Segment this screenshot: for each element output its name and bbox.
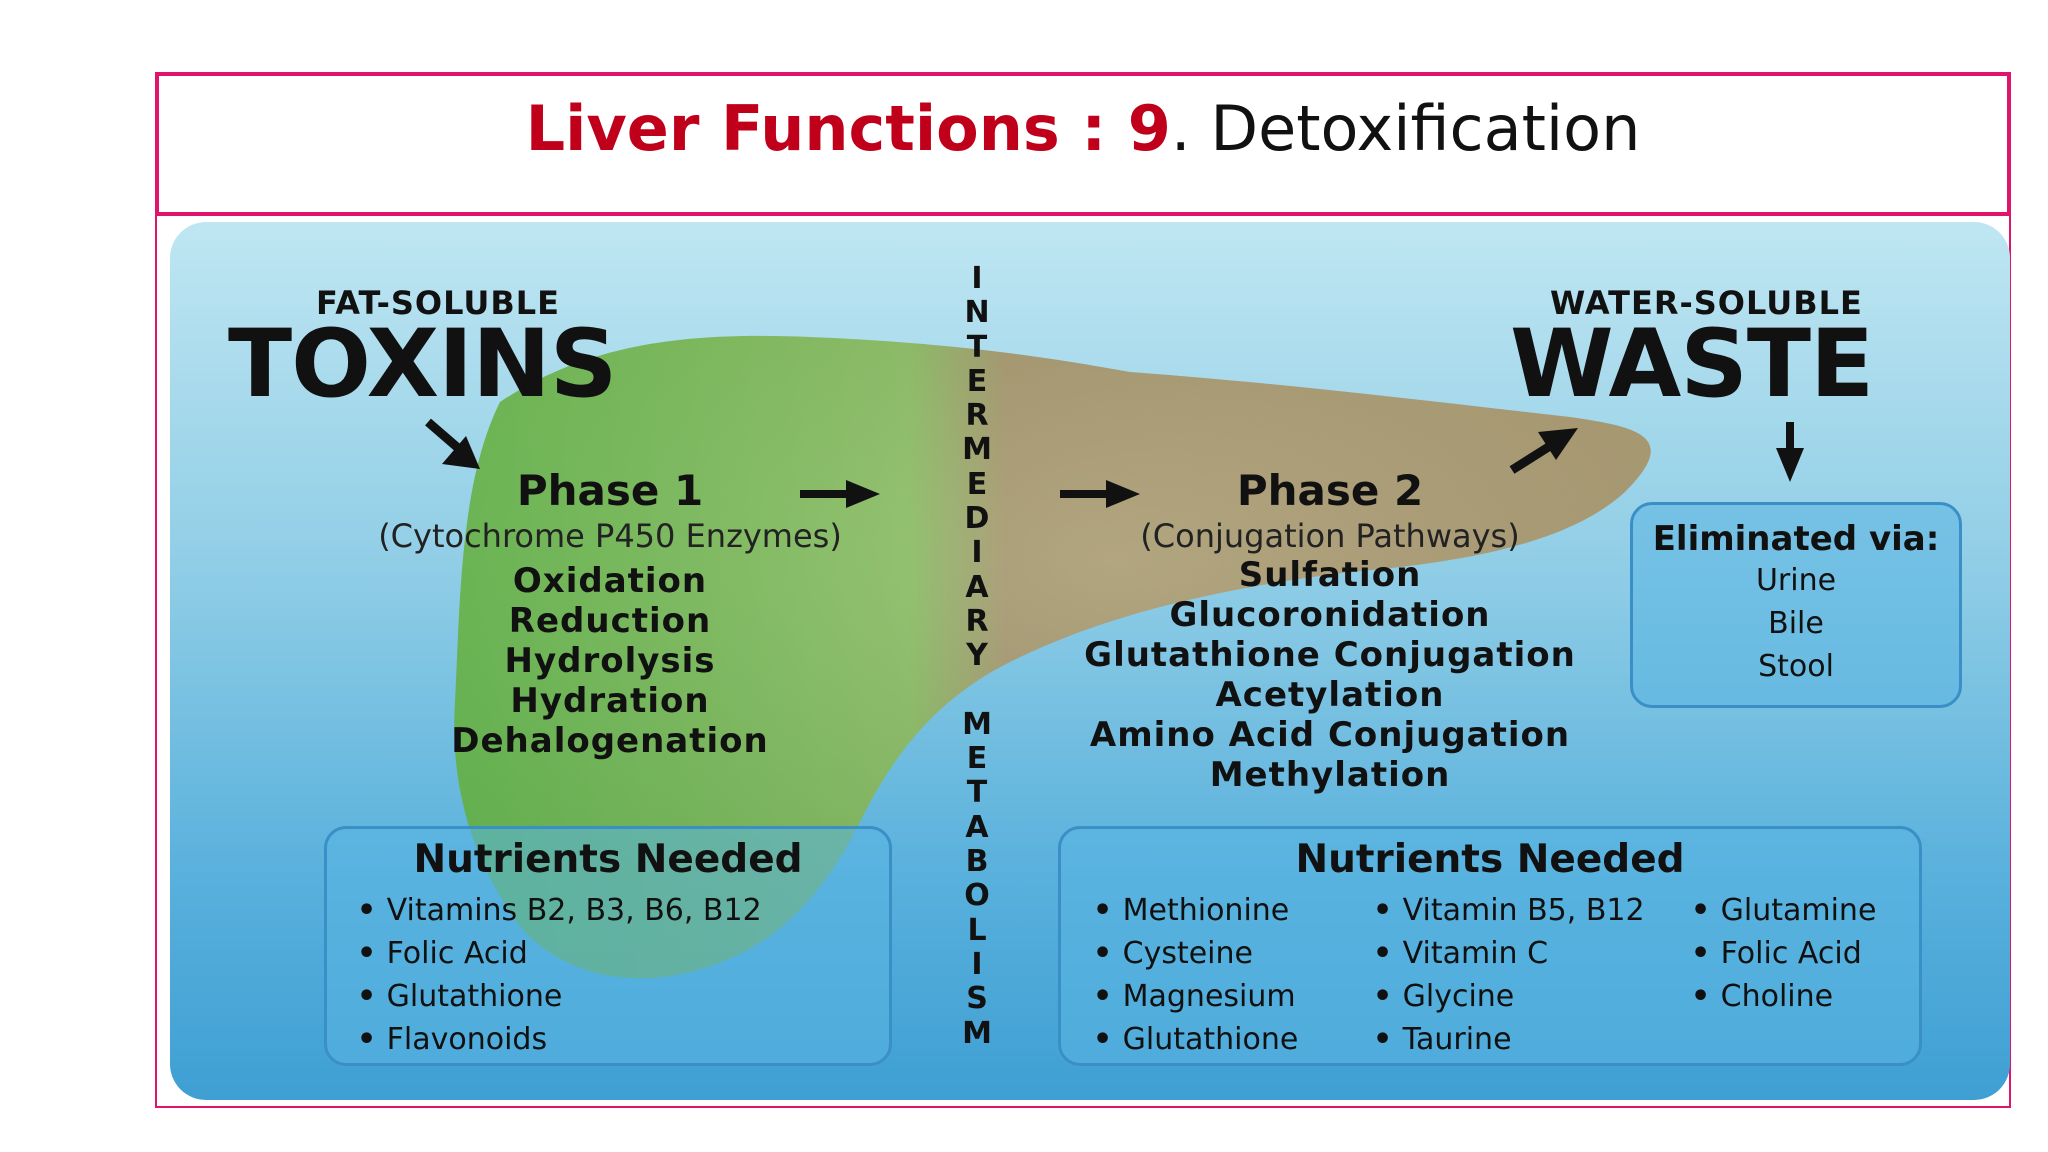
list-item: Vitamin C — [1373, 932, 1645, 975]
arrow-phase2-to-waste — [1509, 428, 1578, 474]
phase2-subtitle: (Conjugation Pathways) — [1140, 517, 1520, 555]
phase1-process: Dehalogenation — [451, 721, 769, 761]
elimination-item: Bile — [1768, 606, 1824, 641]
phase2-nutrients-col2: Vitamin B5, B12 Vitamin C Glycine Taurin… — [1373, 889, 1645, 1061]
list-item: Flavonoids — [357, 1018, 762, 1061]
diagram-frame — [155, 216, 2011, 1108]
arrow-phase1-right — [800, 480, 880, 508]
waste-label: WASTE — [1510, 310, 1874, 419]
elimination-item: Stool — [1758, 649, 1834, 684]
list-item: Glutathione — [1093, 1018, 1299, 1061]
phase2-process: Amino Acid Conjugation — [1089, 715, 1571, 755]
phase2-process: Acetylation — [1215, 675, 1445, 715]
phase2-nutrients-col3: Glutamine Folic Acid Choline — [1691, 889, 1877, 1018]
phase1-nutrients-box: Nutrients Needed Vitamins B2, B3, B6, B1… — [324, 826, 892, 1066]
arrow-waste-down — [1776, 422, 1804, 482]
list-item: Vitamins B2, B3, B6, B12 — [357, 889, 762, 932]
phase2-block: Phase 2 (Conjugation Pathways) Sulfation… — [1040, 466, 1620, 795]
phase2-nutrients-box: Nutrients Needed Methionine Cysteine Mag… — [1058, 826, 1922, 1066]
phase1-nutrients-list: Vitamins B2, B3, B6, B12 Folic Acid Glut… — [357, 889, 762, 1061]
list-item: Methionine — [1093, 889, 1298, 932]
phase2-process-list: Sulfation Glucoronidation Glutathione Co… — [1040, 555, 1620, 795]
phase2-nutrients-title: Nutrients Needed — [1295, 837, 1685, 882]
phase2-title: Phase 2 — [1236, 466, 1424, 515]
list-item: Taurine — [1373, 1018, 1645, 1061]
list-item: Magnesium — [1093, 975, 1298, 1018]
list-item: Cysteine — [1093, 932, 1298, 975]
toxins-label: TOXINS — [228, 310, 617, 419]
list-item: Glycine — [1373, 975, 1645, 1018]
slide-title-topic: Liver Functions : 9 — [525, 92, 1171, 165]
phase2-process: Methylation — [1209, 755, 1451, 795]
list-item: Vitamin B5, B12 — [1373, 889, 1645, 932]
phase1-title: Phase 1 — [516, 466, 704, 515]
slide-title: Liver Functions : 9. Detoxification — [159, 92, 2007, 166]
phase1-block: Phase 1 (Cytochrome P450 Enzymes) Oxidat… — [350, 466, 870, 761]
phase1-process: Hydrolysis — [504, 641, 716, 681]
list-item: Folic Acid — [357, 932, 762, 975]
list-item: Glutathione — [357, 975, 762, 1018]
phase1-process-list: Oxidation Reduction Hydrolysis Hydration… — [350, 561, 870, 761]
phase1-process: Oxidation — [512, 561, 708, 601]
liver-illustration — [425, 335, 1804, 979]
list-item: Glutamine — [1691, 889, 1877, 932]
water-soluble-label: WATER-SOLUBLE — [1550, 284, 1863, 322]
list-item: Choline — [1691, 975, 1876, 1018]
fat-soluble-label: FAT-SOLUBLE — [316, 284, 560, 322]
list-item: Folic Acid — [1691, 932, 1876, 975]
phase2-process: Glutathione Conjugation — [1084, 635, 1576, 675]
phase2-process: Sulfation — [1238, 555, 1422, 595]
elimination-title: Eliminated via: — [1652, 519, 1940, 559]
elimination-box: Eliminated via: Urine Bile Stool — [1630, 502, 1962, 708]
elimination-item: Urine — [1755, 563, 1837, 598]
phase2-process: Glucoronidation — [1169, 595, 1491, 635]
arrow-toxins-to-phase1 — [425, 418, 480, 469]
phase1-subtitle: (Cytochrome P450 Enzymes) — [378, 517, 842, 555]
phase1-nutrients-title: Nutrients Needed — [413, 837, 803, 882]
phase1-process: Hydration — [510, 681, 710, 721]
phase2-nutrients-col1: Methionine Cysteine Magnesium Glutathion… — [1093, 889, 1299, 1061]
arrow-to-phase2 — [1060, 480, 1140, 508]
slide-title-frame: Liver Functions : 9. Detoxification — [155, 72, 2011, 216]
phase1-process: Reduction — [508, 601, 712, 641]
slide-title-subtopic: . Detoxification — [1170, 92, 1641, 165]
